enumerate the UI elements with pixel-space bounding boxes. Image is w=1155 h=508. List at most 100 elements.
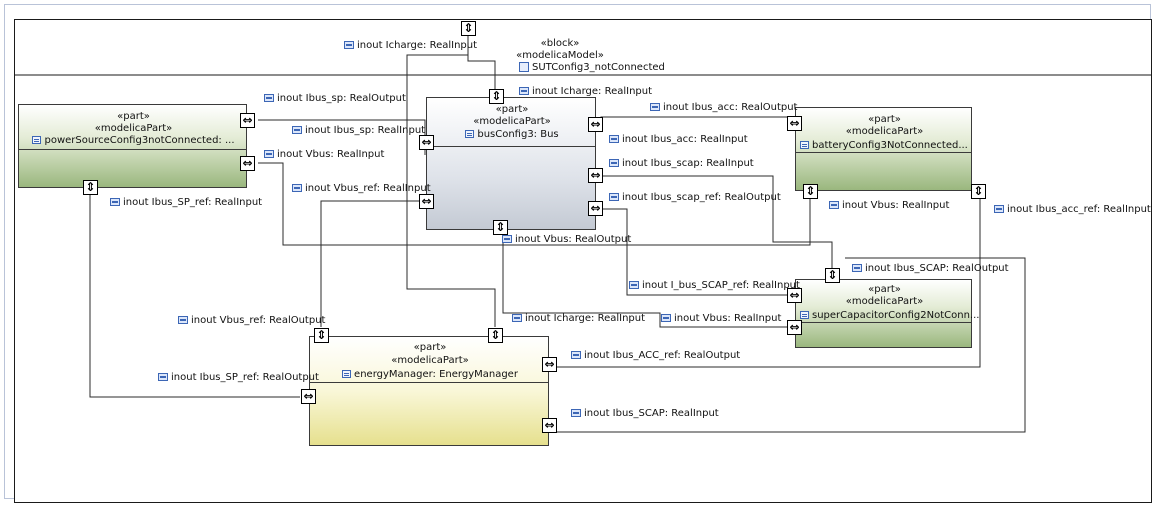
connector-ibus-scap-em [556,257,1026,433]
block-icon [519,62,529,72]
connector-icharge-em [406,36,496,327]
block-separator [19,149,246,150]
port-label: inout Ibus_SCAP: RealOutput [852,263,1009,275]
left-right-arrow-icon[interactable]: ⇔ [419,135,434,150]
bus-block[interactable]: «part» «modelicaPart» busConfig3: Bus [426,97,596,230]
flow-port-icon [178,316,188,324]
port-label: inout Ibus_acc: RealOutput [650,102,797,114]
block-separator [796,152,971,153]
up-down-arrow-icon[interactable]: ⇕ [489,89,504,104]
port-label: inout Ibus_SP_ref: RealOutput [158,372,319,384]
block-stereotype: «part» [495,104,529,115]
flow-port-icon [502,235,512,243]
connector-ibus-scap [594,175,833,275]
block-name: batteryConfig3NotConnected... [812,140,968,151]
model-title: SUTConfig3_notConnected [519,62,665,74]
power-source-block[interactable]: «part» «modelicaPart» powerSourceConfig3… [18,104,247,188]
left-right-arrow-icon[interactable]: ⇔ [588,168,603,183]
model-stereotype: «modelicaModel» [516,50,604,61]
block-stereotype: «part» [868,284,901,295]
flow-port-icon [292,126,302,134]
model-stereotype-block: «block» [540,38,580,49]
block-stereotype: «modelicaPart» [94,123,173,134]
part-icon [465,130,475,138]
block-name: busConfig3: Bus [477,129,559,140]
flow-port-icon [512,314,522,322]
left-right-arrow-icon[interactable]: ⇔ [787,288,802,303]
left-right-arrow-icon[interactable]: ⇔ [542,418,557,433]
up-down-arrow-icon[interactable]: ⇕ [803,184,818,199]
up-down-arrow-icon[interactable]: ⇕ [488,328,503,343]
up-down-arrow-icon[interactable]: ⇕ [83,180,98,195]
port-label: inout Ibus_ACC_ref: RealOutput [571,350,740,362]
block-stereotype: «modelicaPart» [845,126,924,137]
port-label: inout I_bus_SCAP_ref: RealInput [629,280,800,292]
flow-port-icon [110,198,120,206]
block-separator [310,382,548,383]
up-down-arrow-icon[interactable]: ⇕ [493,220,508,235]
block-stereotype: «part» [868,114,901,125]
flow-port-icon [852,264,862,272]
up-down-arrow-icon[interactable]: ⇕ [314,328,329,343]
block-name: energyManager: EnergyManager [354,369,518,380]
port-label: inout Ibus_scap: RealInput [609,158,754,170]
flow-port-icon [609,135,619,143]
flow-port-icon [609,159,619,167]
part-icon [800,311,809,319]
part-icon [32,136,42,144]
left-right-arrow-icon[interactable]: ⇔ [419,194,434,209]
flow-port-icon [292,184,302,192]
connector-ibus-scap-ref [594,208,795,296]
up-down-arrow-icon[interactable]: ⇕ [825,268,840,283]
connector-ibus-acc-ref [556,191,981,368]
port-label: inout Vbus: RealOutput [502,234,631,246]
port-label: inout Vbus: RealInput [829,200,949,212]
left-right-arrow-icon[interactable]: ⇔ [787,116,802,131]
port-label: inout Vbus: RealInput [264,149,384,161]
port-label: inout Icharge: RealInput [344,40,477,52]
port-label: inout Icharge: RealInput [519,86,652,98]
energy-manager-block[interactable]: «part» «modelicaPart» energyManager: Ene… [309,336,549,446]
model-name: SUTConfig3_notConnected [532,62,665,73]
left-right-arrow-icon[interactable]: ⇔ [588,117,603,132]
battery-block[interactable]: «part» «modelicaPart» batteryConfig3NotC… [795,107,972,191]
flow-port-icon [571,351,581,359]
connector-layer [14,36,1151,433]
left-right-arrow-icon[interactable]: ⇔ [588,201,603,216]
connector-ibus-acc [600,116,796,125]
block-name: powerSourceConfig3notConnected: ... [44,135,235,146]
part-icon [800,141,809,149]
block-stereotype: «modelicaPart» [845,296,924,307]
block-title: superCapacitorConfig2NotConn... [800,310,979,322]
block-stereotype: «part» [117,111,150,122]
flow-port-icon [661,314,671,322]
supercapacitor-block[interactable]: «part» «modelicaPart» superCapacitorConf… [795,279,979,348]
connector-vbus-ps [258,162,811,246]
port-label: inout Vbus_ref: RealInput [292,183,431,195]
flow-port-icon [344,41,354,49]
port-label: inout Ibus_acc_ref: RealInput [994,204,1151,216]
left-right-arrow-icon[interactable]: ⇔ [240,156,255,171]
part-icon [342,370,352,378]
flow-port-icon [829,201,839,209]
connector-vbus-ref [320,200,426,327]
block-name: superCapacitorConfig2NotConn... [812,310,980,321]
block-title: energyManager: EnergyManager [310,369,550,381]
flow-port-icon [650,103,660,111]
left-right-arrow-icon[interactable]: ⇔ [301,389,316,404]
port-label: inout Ibus_sp: RealOutput [264,93,406,105]
block-stereotype: «modelicaPart» [473,116,551,127]
left-right-arrow-icon[interactable]: ⇔ [240,113,255,128]
up-down-arrow-icon[interactable]: ⇕ [461,21,476,36]
port-label: inout Vbus: RealInput [661,313,781,325]
port-label: inout Icharge: RealInput [512,313,645,325]
block-separator [427,146,595,147]
left-right-arrow-icon[interactable]: ⇔ [542,357,557,372]
block-stereotype: «part» [413,342,447,353]
flow-port-icon [609,193,619,201]
up-down-arrow-icon[interactable]: ⇕ [971,184,986,199]
port-label: inout Ibus_acc: RealInput [609,134,748,146]
port-label: inout Ibus_scap_ref: RealOutput [609,192,781,204]
left-right-arrow-icon[interactable]: ⇔ [787,320,802,335]
block-title: batteryConfig3NotConnected... [800,140,968,152]
